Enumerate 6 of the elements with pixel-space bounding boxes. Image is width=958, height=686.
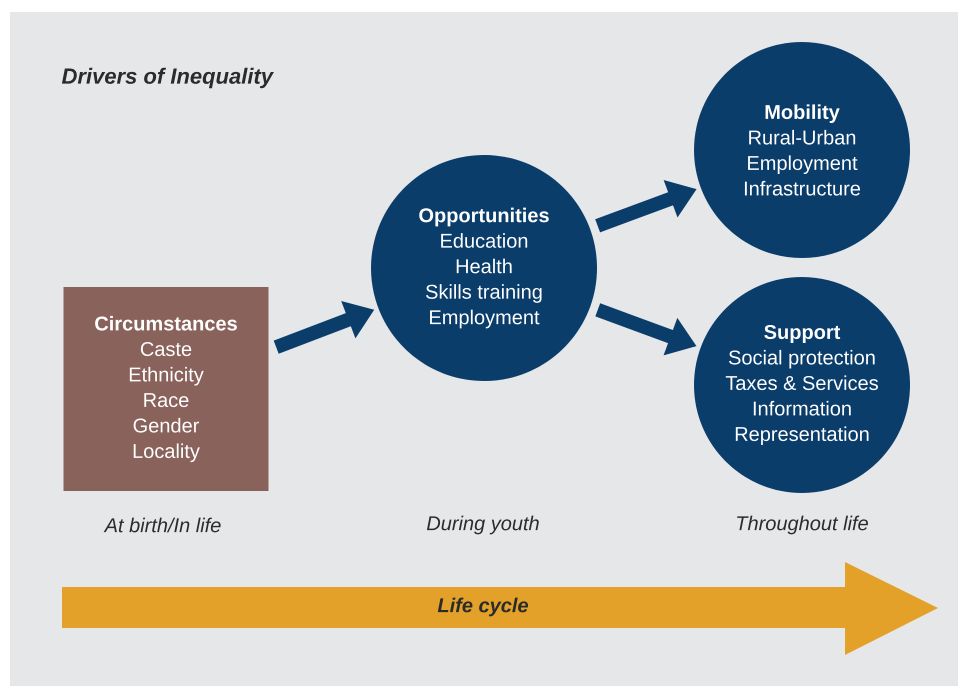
stage-label: During youth	[426, 516, 539, 534]
stage-label: Throughout life	[737, 516, 868, 534]
title: Drivers of Inequality	[62, 68, 274, 88]
stage-label: At birth/In life	[104, 518, 221, 532]
circumstances-box: Circumstances Caste Ethnicity Race Gender Locality	[64, 287, 268, 491]
arrow-label: Life cycle	[438, 598, 528, 616]
